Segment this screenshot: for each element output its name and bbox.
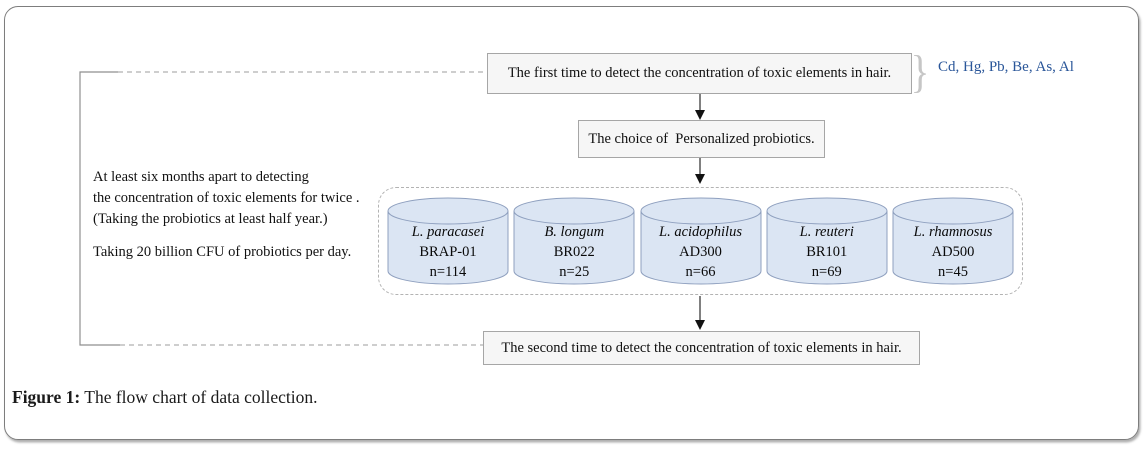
probiotic-sample-size: n=69	[811, 264, 842, 280]
brace-icon: }	[910, 46, 930, 97]
probiotic-strain: AD300	[679, 244, 722, 260]
probiotic-cylinder: L. acidophilus AD300 n=66	[640, 197, 762, 285]
toxic-elements-list: Cd, Hg, Pb, Be, As, Al	[938, 59, 1074, 75]
figure-border-frame	[4, 6, 1139, 440]
side-note-line: (Taking the probiotics at least half yea…	[93, 211, 328, 227]
probiotic-species: L. paracasei	[411, 224, 485, 240]
probiotic-strain: BRAP-01	[419, 244, 477, 260]
side-note-line: the concentration of toxic elements for …	[93, 190, 360, 206]
probiotics-group: L. paracasei BRAP-01 n=114 B. longum BR0…	[378, 187, 1023, 295]
probiotic-sample-size: n=25	[559, 264, 590, 280]
cylinder-shape-icon	[766, 197, 888, 285]
flow-step-probiotics-choice: The choice of Personalized probiotics.	[578, 120, 825, 158]
cylinder-shape-icon	[513, 197, 635, 285]
probiotic-species: L. reuteri	[799, 224, 854, 240]
flow-step-second-detection: The second time to detect the concentrat…	[483, 331, 920, 365]
cylinder-label: L. paracasei BRAP-01 n=114	[387, 222, 509, 282]
arrow-head-2	[695, 174, 705, 184]
cylinder-label: B. longum BR022 n=25	[513, 222, 635, 282]
cylinder-label: L. rhamnosus AD500 n=45	[892, 222, 1014, 282]
probiotic-strain: AD500	[931, 244, 975, 260]
probiotic-cylinder: L. rhamnosus AD500 n=45	[892, 197, 1014, 285]
side-note-line: Taking 20 billion CFU of probiotics per …	[93, 244, 352, 260]
probiotic-cylinder: L. reuteri BR101 n=69	[766, 197, 888, 285]
arrow-head-3	[695, 320, 705, 330]
side-note: At least six months apart to detecting t…	[93, 167, 403, 263]
probiotic-sample-size: n=66	[685, 264, 716, 280]
flow-step-first-detection: The first time to detect the concentrati…	[487, 53, 912, 94]
figure-caption: Figure 1: The flow chart of data collect…	[12, 387, 318, 408]
left-bracket-line	[79, 71, 120, 346]
probiotic-sample-size: n=45	[938, 264, 968, 280]
cylinder-label: L. acidophilus AD300 n=66	[640, 222, 762, 282]
probiotic-sample-size: n=114	[429, 264, 467, 280]
probiotic-cylinder: B. longum BR022 n=25	[513, 197, 635, 285]
cylinder-shape-icon	[387, 197, 509, 285]
side-note-line: At least six months apart to detecting	[93, 169, 309, 185]
cylinder-label: L. reuteri BR101 n=69	[766, 222, 888, 282]
probiotic-strain: BR101	[806, 244, 848, 260]
probiotic-species: B. longum	[544, 224, 605, 240]
cylinder-shape-icon	[892, 197, 1014, 285]
probiotic-species: L. rhamnosus	[913, 224, 993, 240]
probiotic-strain: BR022	[553, 244, 595, 260]
cylinder-shape-icon	[640, 197, 761, 285]
probiotic-cylinder: L. paracasei BRAP-01 n=114	[387, 197, 509, 285]
figure-caption-label: Figure 1:	[12, 387, 81, 407]
figure-caption-text: The flow chart of data collection.	[80, 387, 318, 407]
arrow-head-1	[695, 110, 705, 120]
probiotic-species: L. acidophilus	[659, 224, 742, 240]
